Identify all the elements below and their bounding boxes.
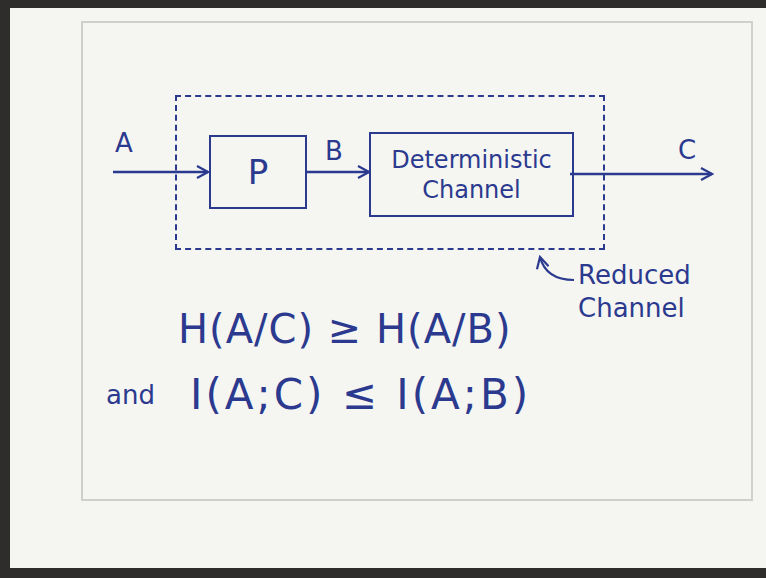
- output-label: C: [676, 135, 698, 165]
- deterministic-channel-box: Deterministic Channel: [369, 132, 574, 217]
- output-wire: [570, 173, 712, 176]
- node-text: P: [248, 151, 269, 194]
- mutual-information-inequality: I(A;C) ≤ I(A;B): [188, 370, 533, 419]
- node-text: Deterministic Channel: [379, 145, 564, 205]
- entropy-inequality: H(A/C) ≥ H(A/B): [176, 306, 514, 352]
- input-wire: [113, 171, 208, 174]
- edge-label: B: [323, 136, 345, 166]
- connector-arrow: [307, 171, 369, 174]
- card-frame: [82, 22, 752, 500]
- paper-card: [10, 8, 766, 568]
- p-box: P: [209, 135, 307, 209]
- conjunction-word: and: [104, 380, 157, 410]
- input-label: A: [113, 128, 135, 158]
- node-text: Reduced Channel: [578, 259, 718, 324]
- reduced-channel-box: Reduced ChannelPDeterministic Channel: [175, 95, 605, 250]
- leader-arrow: [540, 257, 574, 280]
